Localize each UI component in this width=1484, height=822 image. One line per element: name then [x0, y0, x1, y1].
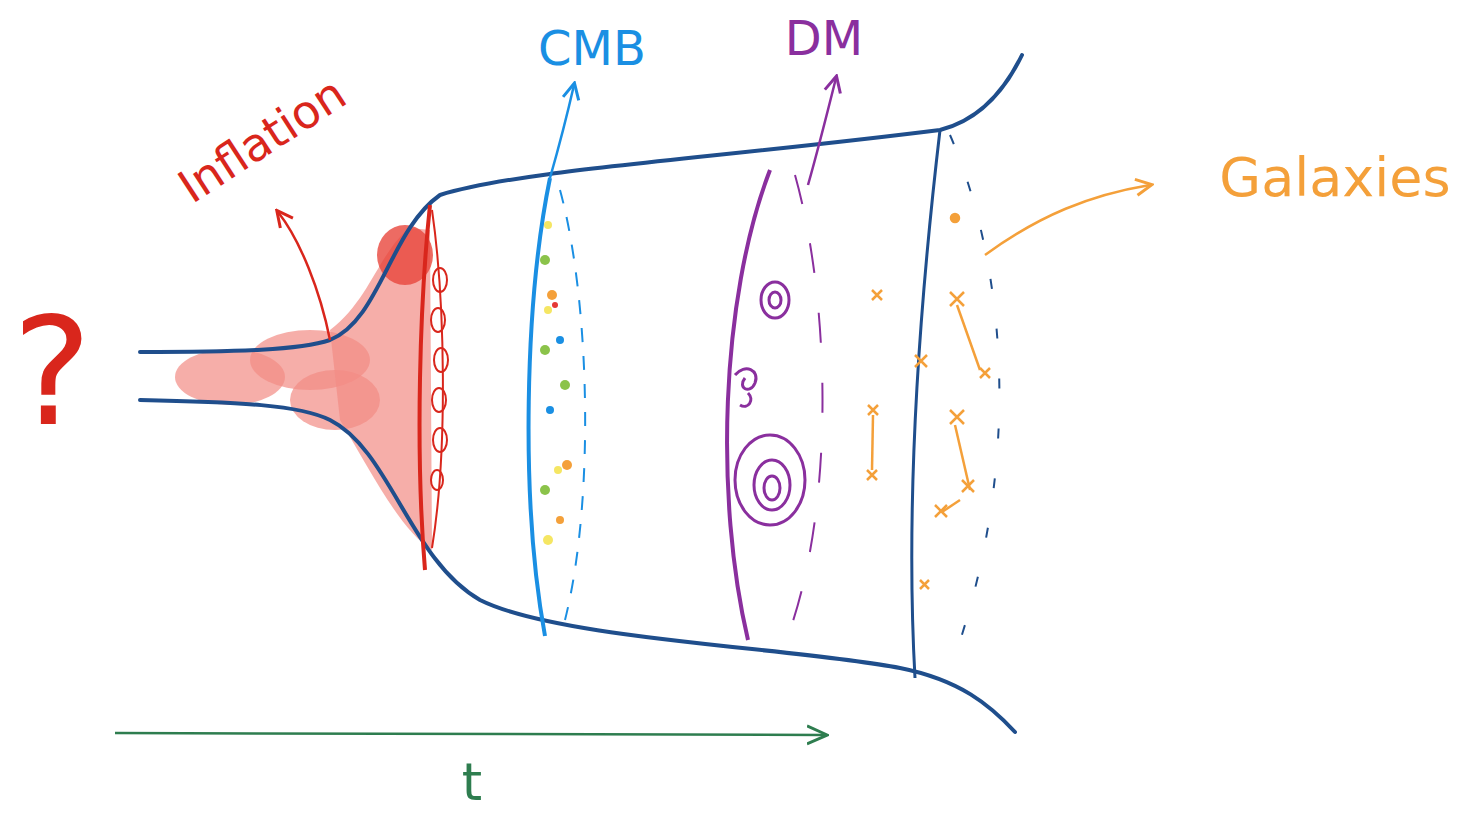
epoch-label: DM — [785, 14, 863, 62]
dm-slice — [727, 170, 770, 640]
unknown-origin-mark: ? — [12, 297, 92, 447]
universe-outline — [140, 400, 1015, 732]
epoch-label: CMB — [538, 24, 646, 72]
leader-arrow — [808, 78, 836, 185]
axis-label: t — [462, 756, 482, 808]
dm-slice — [790, 175, 823, 630]
inflation-fluctuations — [431, 268, 448, 490]
cmb-slice — [560, 190, 585, 620]
universe-outline — [140, 55, 1022, 352]
cmb-slice — [529, 178, 550, 636]
epoch-label: Galaxies — [1219, 151, 1450, 205]
inflation-slice — [432, 210, 443, 548]
leader-arrow — [550, 85, 574, 178]
leader-arrow — [985, 185, 1150, 255]
leader-arrow — [278, 212, 330, 340]
time-axis-arrow — [115, 733, 825, 735]
dm-halos — [735, 282, 805, 525]
galaxies-slice — [912, 130, 940, 678]
inflation-slice — [420, 205, 430, 570]
cmb-anisotropies — [540, 221, 572, 545]
galaxies-slice — [950, 135, 999, 670]
galaxy-web — [867, 214, 990, 589]
epoch-label: Inflation — [171, 70, 354, 211]
inflation-shading — [175, 225, 433, 550]
